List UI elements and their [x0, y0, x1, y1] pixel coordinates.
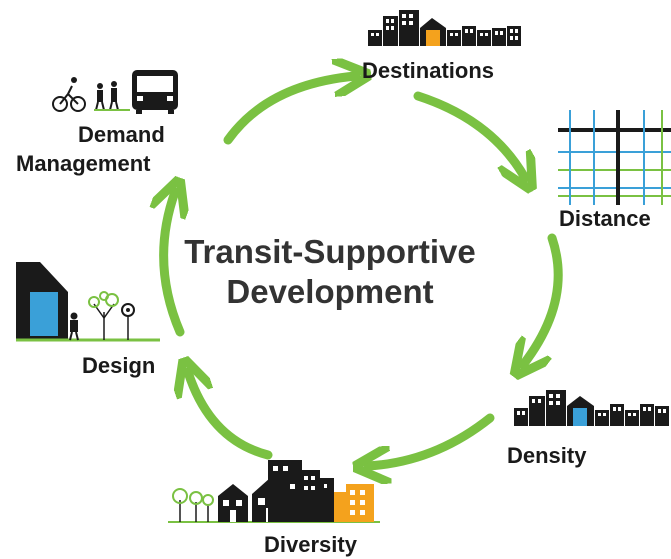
buildings-icon [368, 10, 521, 46]
street-grid-icon [558, 110, 671, 205]
arrow-density-to-diversity [368, 413, 495, 466]
arrow-destinations-to-distance [413, 91, 525, 178]
arrow-demand-to-destinations [223, 76, 356, 145]
node-label-destinations: Destinations [362, 58, 495, 83]
node-label-demand-line2: Management [16, 151, 151, 176]
node-label-diversity: Diversity [264, 532, 357, 557]
center-title-line2: Development [226, 273, 434, 310]
center-title-line1: Transit-Supportive [184, 233, 476, 270]
node-label-distance: Distance [559, 206, 651, 231]
node-label-design: Design [82, 353, 156, 378]
dense-buildings-icon [514, 390, 669, 426]
storefront-pedestrian-icon [16, 262, 160, 342]
cycle-arrows [164, 76, 563, 466]
arrow-design-to-demand [164, 192, 180, 337]
arrow-diversity-to-design [188, 372, 273, 460]
node-label-density: Density [507, 443, 587, 468]
node-label-demand-line1: Demand [78, 122, 165, 147]
bike-walk-bus-icon [52, 70, 178, 114]
mixed-housing-icon [168, 460, 380, 523]
center-title: Transit-Supportive Development [130, 232, 530, 312]
arrow-distance-to-density [523, 233, 563, 365]
